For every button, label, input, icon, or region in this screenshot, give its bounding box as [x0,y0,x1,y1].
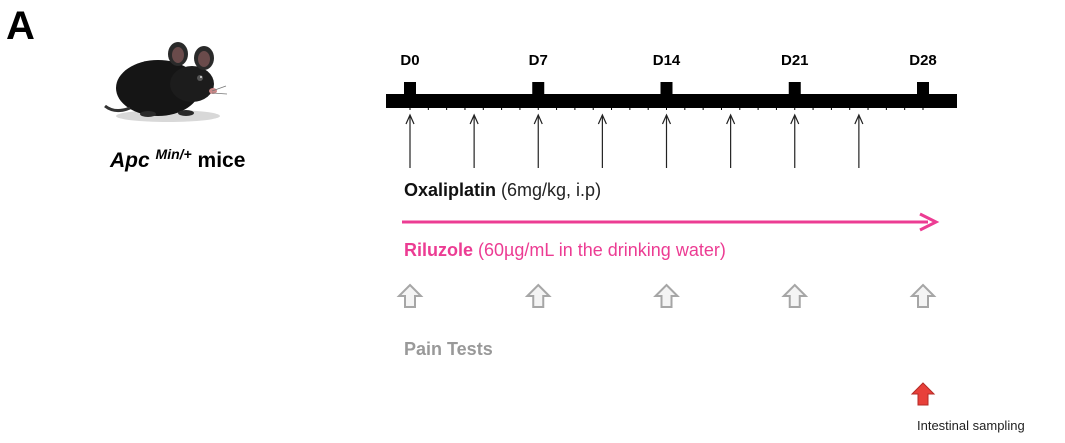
timeline-major-tick [660,82,673,96]
timeline-minor-tick [775,107,777,110]
day-label: D7 [528,52,548,69]
pain-test-arrow [781,283,809,308]
timeline-minor-tick [867,107,869,110]
timeline-minor-tick [464,107,466,110]
day-label: D0 [400,52,420,69]
timeline-minor-tick [812,107,814,110]
timeline-major-tick [532,82,545,96]
timeline-minor-tick [849,107,851,110]
timeline-minor-tick [666,107,667,110]
timeline-minor-tick [684,107,686,110]
panel-letter: A [6,4,35,48]
day-label: D28 [909,52,937,69]
timeline-major-tick [404,82,416,96]
intestinal-sampling-label: Intestinal sampling [917,418,1025,433]
oxaliplatin-arrowhead [726,113,736,125]
strain-genotype: Min/+ [155,146,192,162]
pain-test-arrow [909,283,937,308]
timeline-minor-tick [519,107,521,110]
oxaliplatin-arrowhead [854,113,864,125]
timeline-minor-tick [922,107,924,110]
oxaliplatin-name: Oxaliplatin [404,180,497,200]
timeline-minor-tick [446,107,448,110]
riluzole-label: Riluzole (60µg/mL in the drinking water) [404,240,726,261]
timeline-minor-tick [885,107,887,110]
oxaliplatin-arrowhead [533,113,543,125]
strain-name: Apc [110,149,150,172]
timeline-minor-tick [537,107,539,110]
timeline-minor-tick [794,107,796,110]
pain-test-arrow [524,283,552,308]
pain-tests-label: Pain Tests [404,339,493,359]
timeline-minor-tick [574,107,576,110]
strain-suffix: mice [197,149,246,172]
timeline-minor-tick [501,107,503,110]
oxaliplatin-detail: (6mg/kg, i.p) [496,180,602,200]
pain-test-arrow [396,283,424,308]
riluzole-name: Riluzole [404,240,474,260]
oxaliplatin-arrowhead [405,113,415,125]
timeline-minor-tick [611,107,613,110]
riluzole-detail: (60µg/mL in the drinking water) [473,240,726,260]
oxaliplatin-arrowhead [790,113,800,125]
timeline-minor-tick [629,107,631,110]
timeline-bar [386,94,957,108]
timeline-minor-tick [556,107,558,110]
mouse-image [100,36,230,126]
mouse-strain-label: Apc Min/+ mice [110,146,245,173]
timeline-minor-tick [409,107,411,110]
oxaliplatin-arrowhead [661,113,672,125]
oxaliplatin-label: Oxaliplatin (6mg/kg, i.p) [404,180,601,201]
oxaliplatin-arrowhead [597,113,607,125]
timeline-minor-tick [739,107,741,110]
timeline-minor-tick [904,107,906,110]
timeline-major-tick [788,82,801,96]
oxaliplatin-arrowhead [469,113,479,125]
timeline-minor-tick [720,107,722,110]
day-label: D21 [780,52,809,69]
timeline-minor-tick [482,107,484,110]
timeline-major-tick [917,82,929,96]
timeline-minor-tick [757,107,759,110]
riluzole-arrowhead [919,212,940,232]
timeline-minor-tick [702,107,704,110]
timeline-minor-tick [647,107,649,110]
pain-test-arrow [653,283,680,308]
day-label: D14 [652,52,681,69]
intestinal-sampling-arrow [910,382,936,406]
timeline-minor-tick [830,107,832,110]
timeline-minor-tick [427,107,429,110]
timeline-minor-tick [592,107,594,110]
